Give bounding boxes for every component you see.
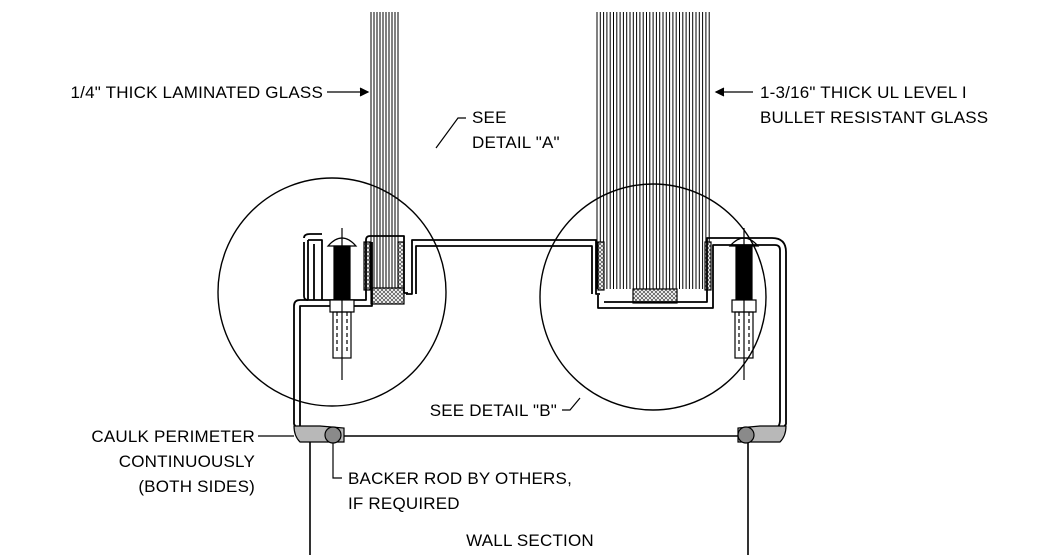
detail-b-label: SEE DETAIL "B" — [429, 401, 557, 420]
left-anchor-fastener — [326, 228, 358, 380]
caulk-label-line2: CONTINUOUSLY — [118, 452, 255, 471]
detail-circles — [217, 177, 767, 411]
detail-b-circle — [539, 183, 767, 411]
backer-rod-label-line2: IF REQUIRED — [348, 494, 460, 513]
caulk-and-backer-rod — [293, 425, 787, 444]
bullet-glass-label-line1: 1-3/16" THICK UL LEVEL I — [760, 83, 967, 102]
glazing-setting-blocks — [363, 241, 712, 305]
leader-lines — [258, 87, 753, 479]
detail-a-label-line2: DETAIL "A" — [472, 133, 560, 152]
wall-section-label: WALL SECTION — [466, 531, 594, 550]
detail-a-label-line1: SEE — [472, 108, 507, 127]
backer-rod-label-line1: BACKER ROD BY OTHERS, — [348, 469, 572, 488]
detail-a-circle — [217, 177, 447, 407]
bullet-resistant-glass-pane — [596, 12, 710, 289]
bullet-glass-label-line2: BULLET RESISTANT GLASS — [760, 108, 989, 127]
caulk-label-line3: (BOTH SIDES) — [138, 477, 255, 496]
right-anchor-fastener — [728, 228, 760, 380]
laminated-glass-pane — [370, 12, 399, 288]
caulk-label-line1: CAULK PERIMETER — [91, 427, 255, 446]
laminated-glass-label: 1/4" THICK LAMINATED GLASS — [70, 83, 323, 102]
